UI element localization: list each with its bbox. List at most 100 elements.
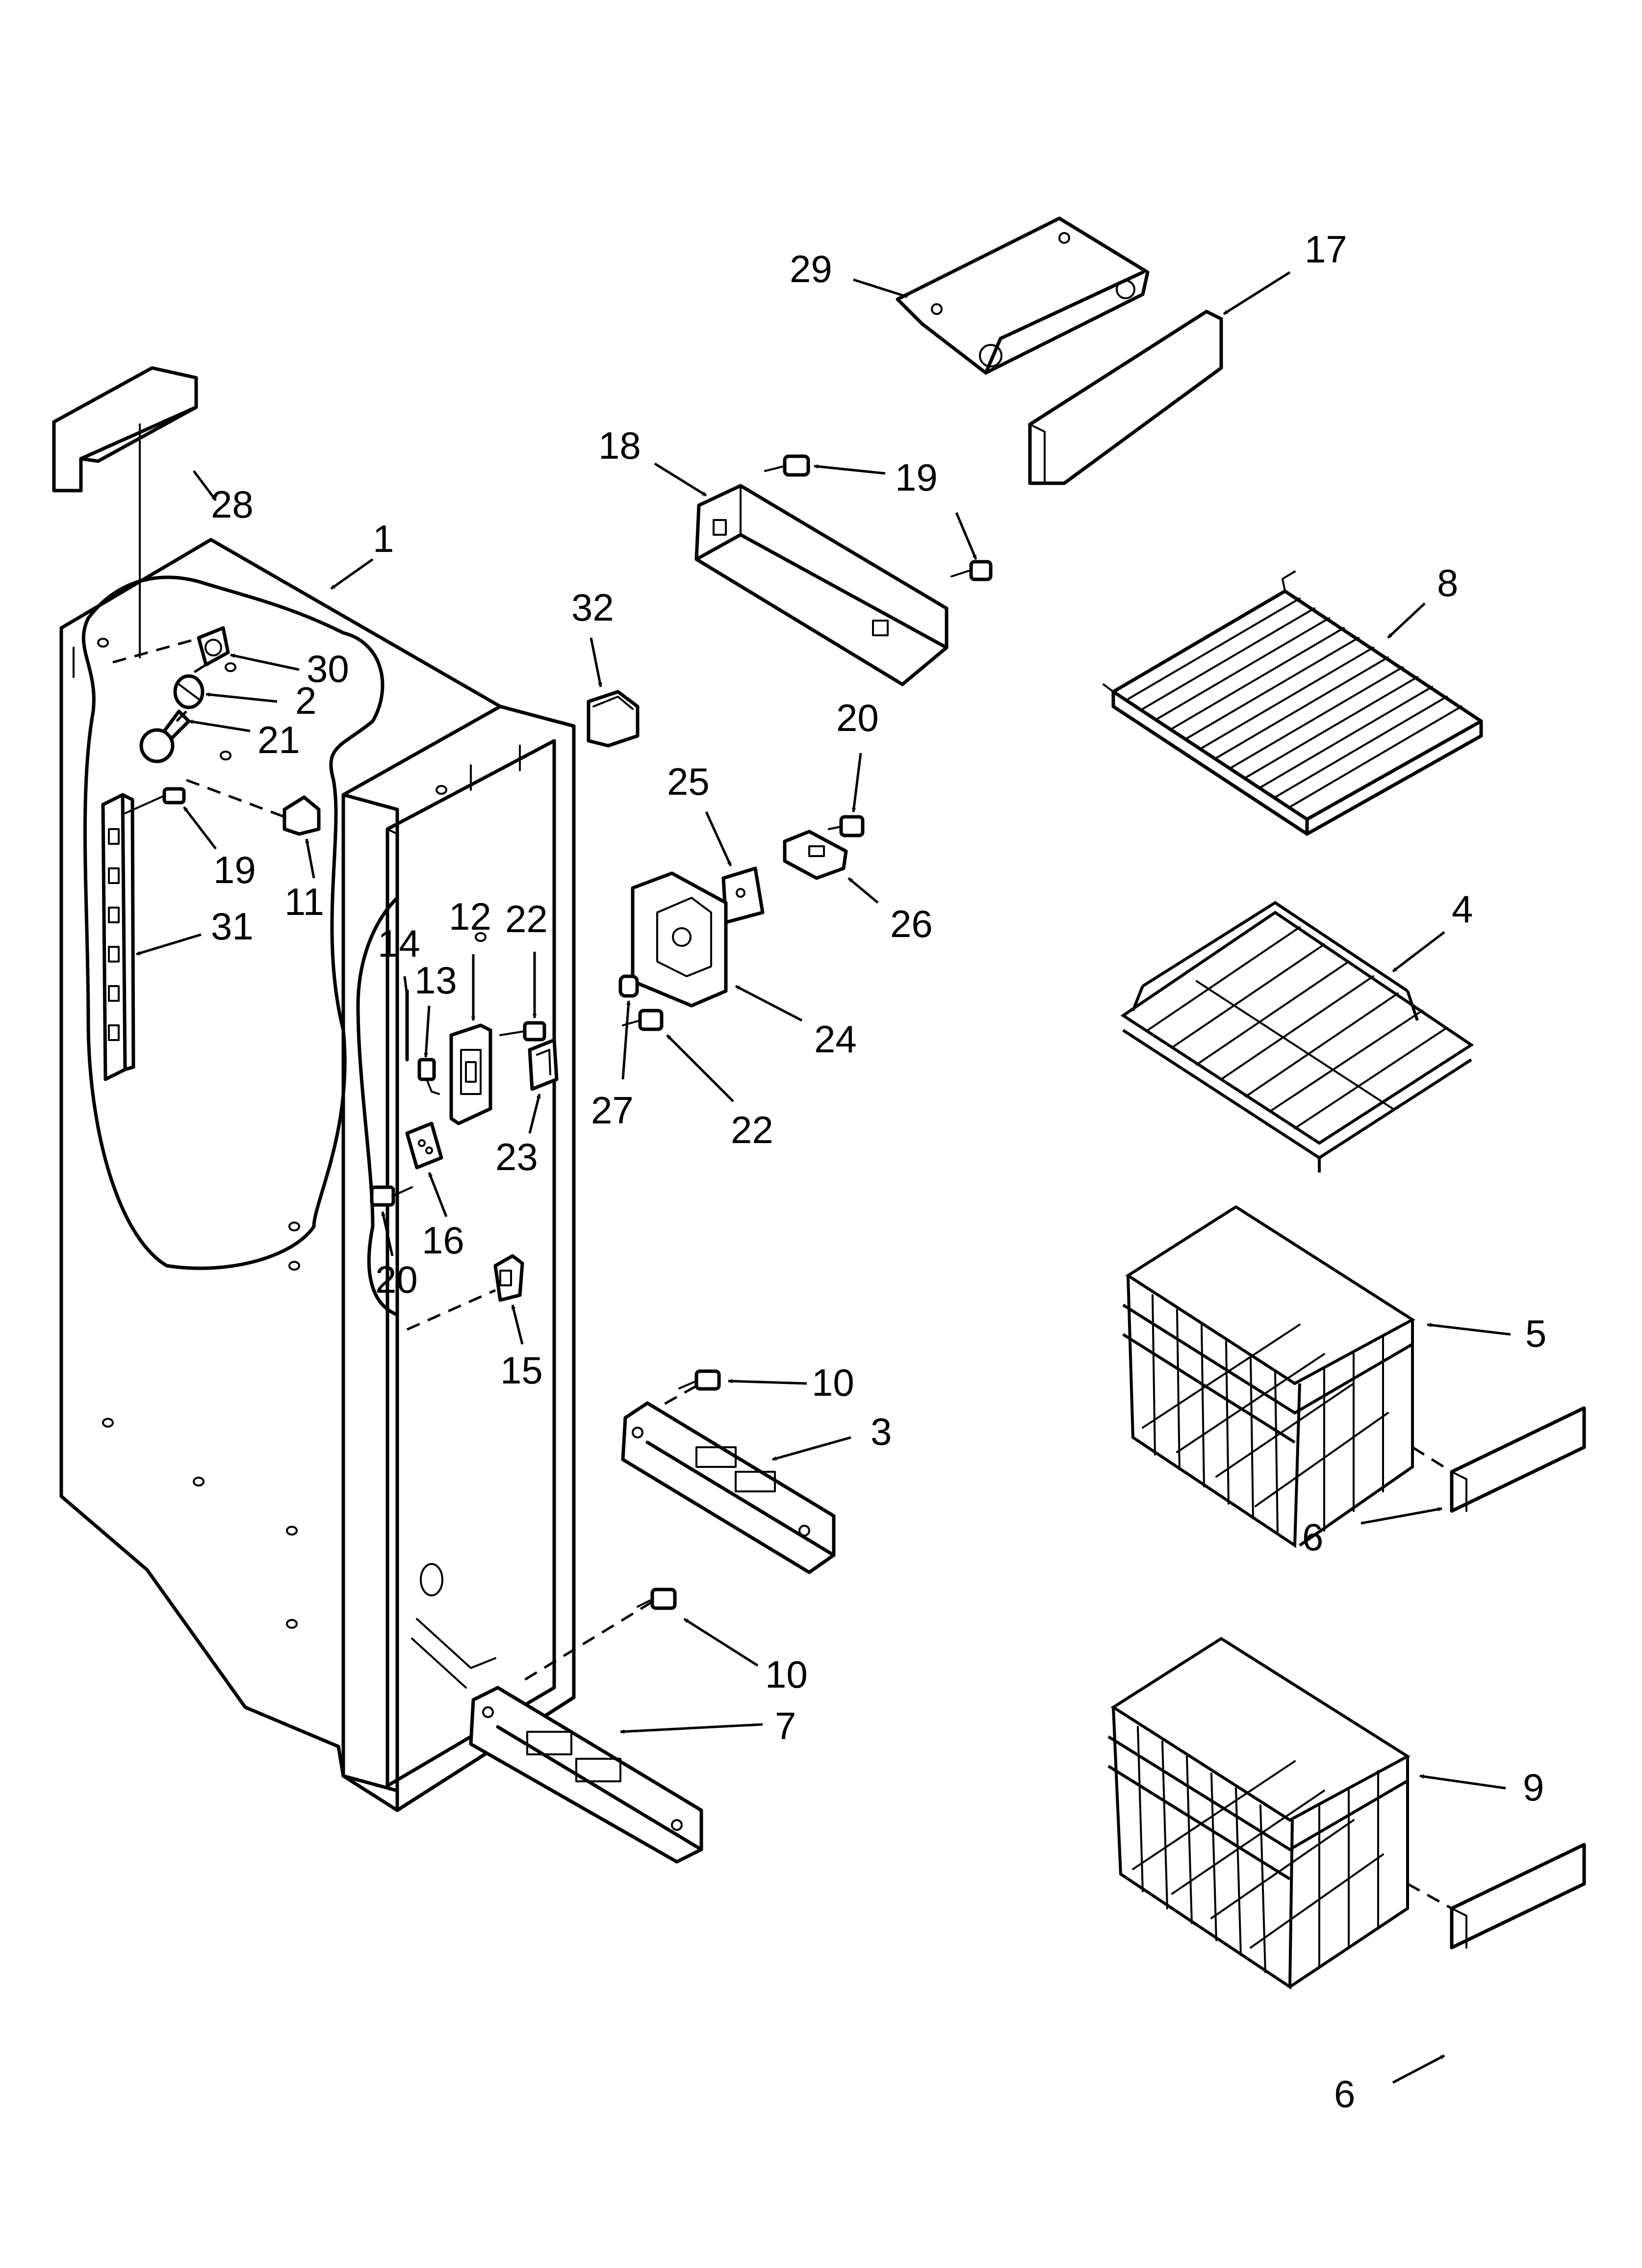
leader-19-right-b [955,512,977,560]
leader-4 [1392,931,1445,972]
part-22-screw-upper [499,1021,546,1042]
callout-18: 18 [598,424,641,467]
callout-16: 16 [422,1219,464,1262]
part-19-screw-right-a [764,454,810,477]
part-16-switch-board [405,1121,443,1170]
part-19-screw-left [122,787,186,815]
callout-20-lower: 20 [375,1258,418,1301]
callout-29: 29 [790,247,832,290]
callout-20-right: 20 [836,696,879,739]
leader-20-lower [381,1211,394,1256]
leader-10-lower [683,1617,759,1667]
part-30-socket [197,626,230,667]
callout-1: 1 [373,517,394,560]
part-26-board [783,830,848,880]
callout-19-left: 19 [213,848,256,891]
callout-17: 17 [1305,228,1347,271]
part-28-top-trim [52,366,198,658]
leader-29 [853,278,908,298]
part-23-bracket [528,1038,559,1091]
leader-15 [511,1304,524,1345]
rack-wires [1147,926,1448,1129]
leader-1 [330,558,374,590]
leader-28 [193,470,217,501]
leader-25 [705,811,732,867]
callout-5: 5 [1525,1312,1546,1355]
leader-2 [205,692,278,703]
leader-27 [621,1000,631,1080]
part-29-hinge [896,216,1150,375]
basket-lower-wires [1132,1726,1384,1973]
leader-10-upper [728,1379,807,1385]
part-20-screw-right [828,815,865,837]
part-1-freezer-liner [59,538,576,1812]
part-22-screw-lower [622,1009,664,1031]
shelf-wires [1127,598,1462,808]
part-4-wire-rack [1120,901,1474,1173]
part-2-lamp-holder [173,674,205,709]
part-17-panel [1028,310,1223,485]
part-6-front-lower [1450,1843,1586,1950]
callout-32: 32 [571,586,614,629]
callout-22-lower: 22 [731,1108,773,1151]
callout-27: 27 [591,1089,634,1132]
leader-17 [1223,271,1291,315]
callout-30: 30 [307,647,349,690]
liner-holes [97,638,487,1629]
callout-13: 13 [414,959,457,1002]
callout-22-upper: 22 [505,897,548,940]
leader-5 [1427,1323,1511,1336]
callout-25: 25 [667,760,710,803]
leader-7 [620,1723,763,1734]
part-21-light-bulb [139,709,191,763]
part-18-bracket [694,484,949,686]
part-10-screw-upper [678,1369,721,1391]
leader-13 [424,1005,431,1058]
leader-9 [1419,1774,1506,1790]
callout-10-lower: 10 [765,1653,808,1696]
leader-6-lower [1392,2054,1445,2084]
part-15-switch [493,1254,524,1302]
leader-3 [772,1436,851,1461]
leader-18 [654,462,707,497]
part-12-control-housing [449,1023,492,1125]
part-31-vertical-strip [101,793,135,1081]
leader-14 [403,976,409,996]
part-8-wire-shelf [1103,571,1483,836]
part-19-screw-right-b [950,560,993,581]
leader-lines [136,271,1511,2084]
leader-24 [735,985,803,1022]
leader-19-right-a [814,464,886,475]
part-3-drawer-slide-upper [621,1401,836,1574]
strip-slots [108,828,120,1041]
callout-labels: 1 2 3 4 5 6 6 7 8 9 10 10 11 12 13 14 15… [211,228,1546,2115]
callout-14: 14 [378,922,420,965]
part-25-bracket [721,866,765,924]
leader-32 [590,637,602,687]
leader-19-left [183,806,217,850]
callout-19-right: 19 [895,456,938,499]
leader-20-right [851,753,862,812]
leader-23 [528,1094,541,1134]
callout-21: 21 [257,718,300,761]
part-27-knob [618,974,639,998]
leader-8 [1387,602,1426,639]
callout-11: 11 [284,880,324,923]
leader-6-upper [1360,1507,1442,1525]
leader-22-lower [666,1034,734,1102]
part-11-clip [282,795,321,836]
callout-6-lower: 6 [1334,2072,1355,2115]
part-10-screw-lower [637,1588,677,1610]
callout-24: 24 [814,1017,857,1061]
callout-4: 4 [1452,887,1473,931]
callout-15: 15 [500,1349,543,1392]
callout-12: 12 [449,895,491,938]
callout-28: 28 [211,483,254,526]
part-6-front-upper [1450,1406,1586,1513]
callout-23: 23 [495,1135,538,1178]
part-5-basket-upper [1122,1205,1415,1548]
callout-3: 3 [871,1410,892,1453]
callout-6-upper: 6 [1302,1515,1323,1559]
leader-16 [428,1172,448,1217]
